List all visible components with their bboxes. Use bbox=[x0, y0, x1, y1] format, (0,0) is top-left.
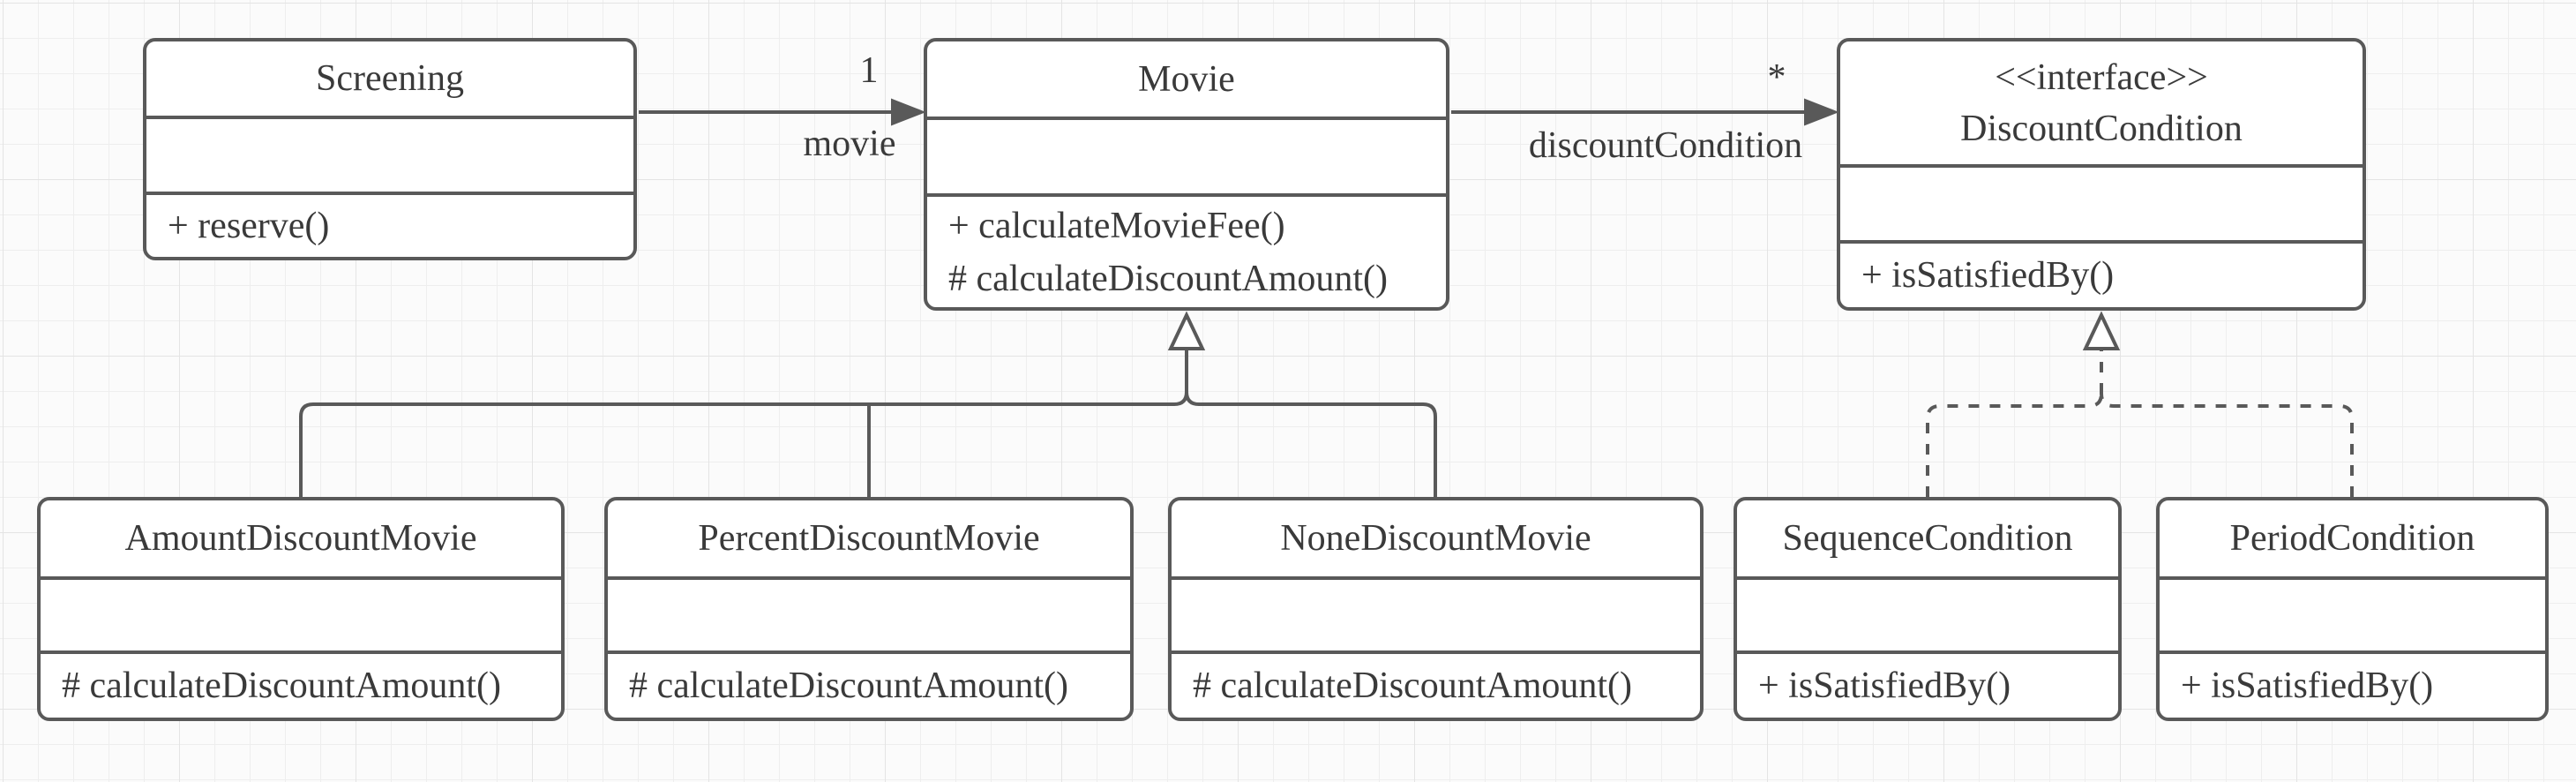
class-screening[interactable]: Screening + reserve() bbox=[143, 38, 637, 260]
method-label: # calculateDiscountAmount() bbox=[1193, 665, 1633, 706]
hollow-triangle-arrowhead-icon bbox=[2082, 311, 2121, 350]
methods-compartment: # calculateDiscountAmount() bbox=[608, 650, 1130, 718]
class-amountdiscountmovie[interactable]: AmountDiscountMovie # calculateDiscountA… bbox=[37, 497, 565, 721]
class-name: PeriodCondition bbox=[2229, 518, 2475, 559]
class-title: Movie bbox=[927, 41, 1446, 117]
method-label: + calculateMovieFee() bbox=[948, 205, 1285, 246]
attributes-compartment bbox=[2160, 576, 2545, 650]
class-title: PercentDiscountMovie bbox=[608, 500, 1130, 576]
class-discountcondition[interactable]: <<interface>> DiscountCondition + isSati… bbox=[1837, 38, 2366, 311]
method-label: + isSatisfiedBy() bbox=[1861, 255, 2115, 296]
class-name: SequenceCondition bbox=[1782, 518, 2073, 559]
class-name: Screening bbox=[316, 58, 464, 99]
class-title: NoneDiscountMovie bbox=[1172, 500, 1700, 576]
method-label: + reserve() bbox=[168, 206, 330, 246]
association-screening-movie[interactable] bbox=[639, 98, 926, 126]
class-stereotype: <<interface>> bbox=[1995, 56, 2208, 98]
role-label[interactable]: discountCondition bbox=[1528, 125, 1803, 166]
multiplicity-label[interactable]: * bbox=[1767, 57, 1786, 98]
attributes-compartment bbox=[41, 576, 561, 650]
methods-compartment: # calculateDiscountAmount() bbox=[1172, 650, 1700, 718]
method-label: + isSatisfiedBy() bbox=[2181, 665, 2434, 706]
attributes-compartment bbox=[146, 116, 633, 192]
class-title: AmountDiscountMovie bbox=[41, 500, 561, 576]
attributes-compartment bbox=[1172, 576, 1700, 650]
class-sequencecondition[interactable]: SequenceCondition + isSatisfiedBy() bbox=[1734, 497, 2122, 721]
class-movie[interactable]: Movie + calculateMovieFee() # calculateD… bbox=[924, 38, 1449, 311]
hollow-triangle-arrowhead-icon bbox=[1167, 311, 1206, 350]
attributes-compartment bbox=[1840, 164, 2363, 240]
class-title: Screening bbox=[146, 41, 633, 116]
filled-arrowhead-icon bbox=[891, 98, 926, 126]
attributes-compartment bbox=[927, 117, 1446, 193]
methods-compartment: + calculateMovieFee() # calculateDiscoun… bbox=[927, 193, 1446, 307]
method-label: # calculateDiscountAmount() bbox=[948, 258, 1389, 299]
class-name: AmountDiscountMovie bbox=[124, 518, 477, 559]
methods-compartment: + isSatisfiedBy() bbox=[1840, 240, 2363, 307]
generalization-edges-movie-children[interactable] bbox=[299, 311, 1437, 497]
method-label: # calculateDiscountAmount() bbox=[629, 665, 1069, 706]
class-nonediscountmovie[interactable]: NoneDiscountMovie # calculateDiscountAmo… bbox=[1168, 497, 1704, 721]
class-name: DiscountCondition bbox=[1960, 108, 2243, 149]
association-movie-discountcondition[interactable] bbox=[1451, 98, 1839, 126]
method-label: + isSatisfiedBy() bbox=[1758, 665, 2011, 706]
method-label: # calculateDiscountAmount() bbox=[62, 665, 502, 706]
filled-arrowhead-icon bbox=[1804, 98, 1839, 126]
class-name: NoneDiscountMovie bbox=[1280, 518, 1591, 559]
methods-compartment: + isSatisfiedBy() bbox=[1737, 650, 2118, 718]
class-periodcondition[interactable]: PeriodCondition + isSatisfiedBy() bbox=[2156, 497, 2549, 721]
multiplicity-label[interactable]: 1 bbox=[859, 50, 879, 91]
role-label[interactable]: movie bbox=[803, 124, 896, 164]
methods-compartment: + reserve() bbox=[146, 192, 633, 257]
class-title: SequenceCondition bbox=[1737, 500, 2118, 576]
class-title: PeriodCondition bbox=[2160, 500, 2545, 576]
class-name: Movie bbox=[1138, 58, 1235, 100]
class-title: <<interface>> DiscountCondition bbox=[1840, 41, 2363, 164]
class-percentdiscountmovie[interactable]: PercentDiscountMovie # calculateDiscount… bbox=[604, 497, 1134, 721]
realization-edges-discountcondition[interactable] bbox=[1926, 311, 2354, 497]
methods-compartment: + isSatisfiedBy() bbox=[2160, 650, 2545, 718]
attributes-compartment bbox=[1737, 576, 2118, 650]
attributes-compartment bbox=[608, 576, 1130, 650]
methods-compartment: # calculateDiscountAmount() bbox=[41, 650, 561, 718]
class-name: PercentDiscountMovie bbox=[698, 518, 1040, 559]
